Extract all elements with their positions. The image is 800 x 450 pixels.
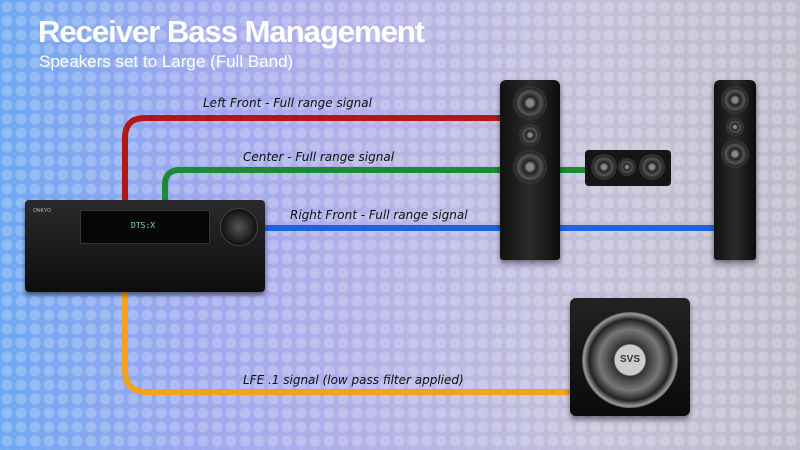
receiver-display-panel: DTS:X — [80, 210, 210, 244]
center-label: Center - Full range signal — [243, 150, 395, 164]
receiver-display: DTS:X — [131, 221, 156, 230]
volume-knob — [220, 208, 258, 246]
page-title: Receiver Bass Management — [38, 14, 425, 49]
subwoofer-brand: SVS — [619, 354, 640, 365]
left-front-label: Left Front - Full range signal — [203, 96, 372, 110]
left-front-speaker — [500, 80, 560, 260]
lfe-label: LFE .1 signal (low pass filter applied) — [243, 373, 464, 387]
subwoofer: SVS — [570, 298, 690, 416]
left-front-wire — [122, 115, 505, 205]
lfe-wire — [122, 288, 575, 395]
center-wire — [162, 167, 590, 205]
page-subtitle: Speakers set to Large (Full Band) — [39, 52, 294, 71]
right-front-speaker — [714, 80, 756, 260]
center-speaker — [585, 150, 671, 186]
receiver-brand: ONKYO — [33, 208, 52, 214]
right-front-label: Right Front - Full range signal — [290, 208, 468, 222]
av-receiver: ONKYO DTS:X — [25, 200, 265, 292]
subwoofer-cone — [582, 312, 678, 408]
